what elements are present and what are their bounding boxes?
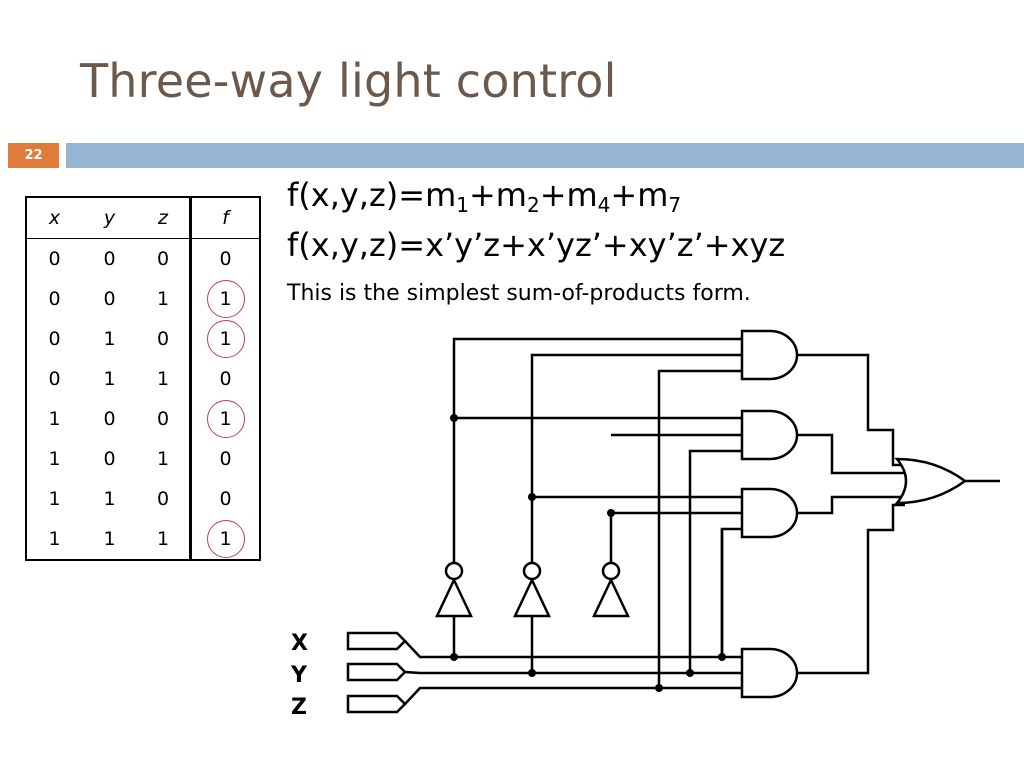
- cell-x: 0: [48, 328, 61, 350]
- output-value: 0: [219, 488, 232, 510]
- truth-table-row: 0 1 1 0: [26, 359, 260, 399]
- cell-x: 0: [48, 288, 61, 310]
- eq1-sub3: 4: [597, 193, 611, 217]
- cell-y: 1: [103, 328, 116, 350]
- inverter-y-bubble: [522, 561, 542, 581]
- cell-f: 1: [189, 279, 260, 319]
- cell-x: 1: [48, 488, 61, 510]
- truth-table-row: 0 1 0 1: [26, 319, 260, 359]
- input-label-x: X: [291, 631, 308, 656]
- input-pin-y: [346, 662, 407, 682]
- slide-number: 22: [8, 143, 59, 168]
- cell-y: 1: [103, 528, 116, 550]
- or-gate: [894, 457, 968, 505]
- eq1-sub2: 2: [526, 193, 540, 217]
- eq1-plus3: +m: [610, 176, 669, 214]
- inverters: [435, 561, 630, 618]
- cell-f: 0: [189, 479, 260, 519]
- truth-table-row: 0 0 1 1: [26, 279, 260, 319]
- cell-y: 0: [103, 248, 116, 270]
- input-pin-x: [346, 631, 407, 651]
- input-pin-z: [346, 694, 407, 714]
- and-gate-3: [740, 487, 799, 539]
- cell-x: 0: [48, 248, 61, 270]
- truth-table-row: 1 1 1 1: [26, 519, 260, 560]
- cell-y: 0: [103, 448, 116, 470]
- cell-z: 1: [156, 448, 170, 470]
- cell-z: 0: [156, 488, 170, 510]
- note-text: This is the simplest sum-of-products for…: [287, 281, 751, 306]
- inverter-x: [435, 577, 473, 618]
- cell-x: 1: [48, 408, 61, 430]
- cell-y: 1: [103, 488, 116, 510]
- truth-table-header: x y z f: [26, 197, 260, 239]
- input-pins: [346, 631, 407, 714]
- minterm-equation: f(x,y,z)=m1+m2+m4+m7: [287, 176, 681, 217]
- and-gates: [740, 329, 799, 699]
- truth-table-row: 1 0 0 1: [26, 399, 260, 439]
- eq1-sub1: 1: [456, 193, 469, 217]
- cell-z: 0: [156, 248, 170, 270]
- header-z: z: [137, 197, 191, 239]
- and-gate-1: [740, 329, 799, 381]
- input-label-y: Y: [290, 663, 308, 688]
- header-x: x: [26, 197, 82, 239]
- circled-output-value: 1: [206, 520, 245, 558]
- truth-table-row: 0 0 0 0: [26, 238, 260, 279]
- cell-y: 0: [103, 408, 116, 430]
- and-gate-2: [740, 409, 799, 461]
- cell-x: 0: [48, 368, 61, 390]
- cell-z: 0: [156, 328, 170, 350]
- cell-y: 1: [103, 368, 116, 390]
- truth-table-row: 1 0 1 0: [26, 439, 260, 479]
- cell-z: 0: [156, 408, 170, 430]
- eq1-prefix: f(x,y,z)=m: [287, 176, 457, 214]
- circuit-wires: [404, 337, 1000, 705]
- inverter-x-bubble: [444, 561, 464, 581]
- circled-output-value: 1: [206, 400, 245, 438]
- cell-y: 0: [103, 288, 116, 310]
- title-band: [66, 143, 1024, 168]
- truth-table-row: 1 1 0 0: [26, 479, 260, 519]
- cell-z: 1: [156, 528, 170, 550]
- cell-z: 1: [156, 288, 170, 310]
- circled-output-value: 1: [206, 280, 245, 318]
- cell-x: 1: [48, 448, 61, 470]
- cell-f: 1: [189, 319, 260, 359]
- eq1-plus2: +m: [539, 176, 598, 214]
- junction-dots: [450, 414, 726, 692]
- cell-f: 0: [189, 359, 260, 399]
- cell-z: 1: [156, 368, 170, 390]
- output-value: 0: [219, 248, 232, 270]
- and-gate-4: [740, 647, 799, 699]
- cell-x: 1: [48, 528, 61, 550]
- inverter-y: [513, 577, 551, 618]
- sop-equation: f(x,y,z)=x’y’z+x’yz’+xy’z’+xyz: [287, 226, 786, 264]
- cell-f: 1: [189, 519, 260, 560]
- input-label-z: Z: [291, 695, 307, 720]
- cell-f: 0: [189, 238, 260, 279]
- output-value: 0: [219, 368, 232, 390]
- inverter-z-bubble: [601, 561, 621, 581]
- output-value: 0: [219, 448, 232, 470]
- header-f: f: [189, 197, 260, 239]
- inverter-z: [592, 577, 630, 618]
- eq1-plus1: +m: [468, 176, 527, 214]
- circled-output-value: 1: [206, 320, 245, 358]
- slide-title: Three-way light control: [80, 54, 617, 108]
- cell-f: 1: [189, 399, 260, 439]
- header-y: y: [82, 197, 137, 239]
- eq1-sub4: 7: [668, 193, 682, 217]
- cell-f: 0: [189, 439, 260, 479]
